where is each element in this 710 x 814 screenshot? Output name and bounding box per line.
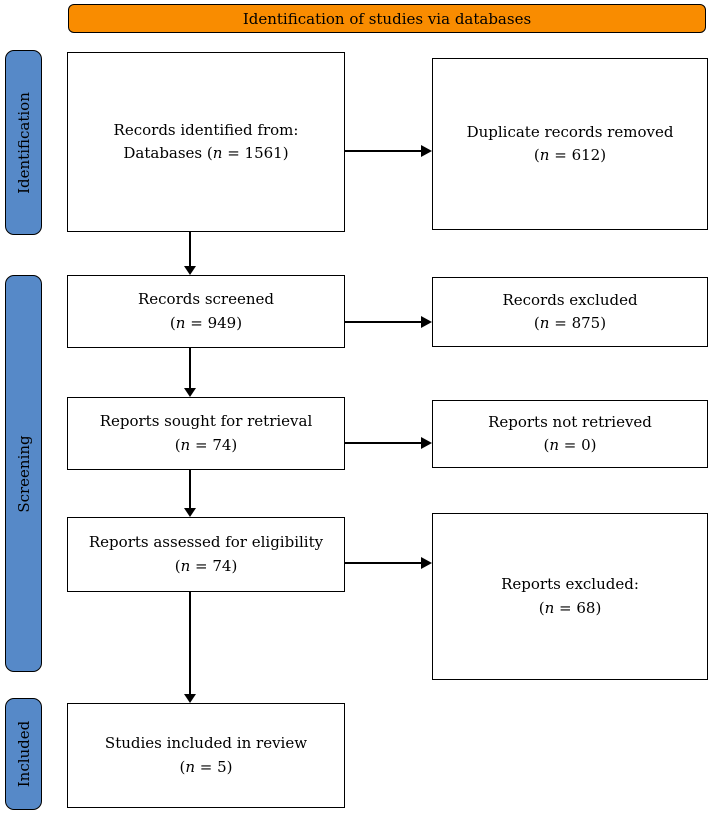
box-title: Records identified from: [113,120,299,139]
box-reports-not-retrieved: Reports not retrieved (n = 0) [432,400,708,468]
arrow-down-head-icon [184,694,196,703]
arrow-identified-to-duplicates [345,145,432,157]
arrow-assessed-to-reports-excluded [345,557,432,569]
box-n-line: (n = 74) [174,556,238,575]
box-title: Reports assessed for eligibility [88,533,324,552]
box-reports-not-retrieved-text: Reports not retrieved (n = 0) [488,411,652,458]
box-studies-included: Studies included in review (n = 5) [67,703,345,808]
box-reports-sought-text: Reports sought for retrieval (n = 74) [100,410,313,457]
stage-screening: Screening [5,275,42,672]
arrow-sought-to-not-retrieved [345,437,432,449]
box-records-screened: Records screened (n = 949) [67,275,345,348]
arrow-line [345,321,422,323]
box-records-identified: Records identified from: Databases (n = … [67,52,345,232]
stage-screening-label: Screening [14,434,33,513]
box-n-line: (n = 74) [174,435,238,454]
box-title: Duplicate records removed [466,122,674,141]
box-reports-excluded: Reports excluded: (n = 68) [432,513,708,680]
arrow-right-head-icon [421,557,432,569]
box-reports-sought: Reports sought for retrieval (n = 74) [67,397,345,470]
arrow-down-head-icon [184,266,196,275]
stage-included: Included [5,698,42,810]
box-n-line: (n = 949) [169,313,243,332]
box-title: Reports excluded: [501,575,639,594]
arrow-right-head-icon [421,145,432,157]
arrow-sought-to-assessed [184,470,196,517]
box-n-line: (n = 5) [179,757,233,776]
box-reports-excluded-text: Reports excluded: (n = 68) [501,573,639,620]
arrow-down-head-icon [184,388,196,397]
box-duplicates-removed-text: Duplicate records removed (n = 612) [467,121,674,168]
box-title: Records excluded [502,290,638,309]
box-n-line: (n = 68) [538,598,602,617]
arrow-screened-to-sought [184,348,196,397]
box-n-line: (n = 875) [533,314,607,332]
stage-included-label: Included [14,720,33,788]
box-title: Records screened [137,290,274,309]
arrow-line [345,442,422,444]
arrow-line [345,562,422,564]
box-reports-assessed-text: Reports assessed for eligibility (n = 74… [89,531,323,578]
stage-identification: Identification [5,50,42,235]
arrow-screened-to-excluded [345,316,432,328]
banner-label: Identification of studies via databases [242,9,532,28]
box-title: Studies included in review [104,734,308,753]
box-n-line: (n = 0) [543,436,597,454]
arrow-line [189,232,191,267]
box-studies-included-text: Studies included in review (n = 5) [105,732,307,779]
box-duplicates-removed: Duplicate records removed (n = 612) [432,58,708,230]
box-title: Reports not retrieved [488,412,652,431]
box-records-identified-text: Records identified from: Databases (n = … [114,119,299,166]
arrow-right-head-icon [421,437,432,449]
arrow-assessed-to-included [184,592,196,703]
box-records-excluded: Records excluded (n = 875) [432,277,708,347]
box-records-screened-text: Records screened (n = 949) [138,288,274,335]
banner-identification-via-databases: Identification of studies via databases [68,4,706,33]
box-reports-assessed: Reports assessed for eligibility (n = 74… [67,517,345,592]
arrow-down-head-icon [184,508,196,517]
arrow-line [189,592,191,695]
arrow-line [189,470,191,509]
arrow-line [345,150,422,152]
arrow-right-head-icon [421,316,432,328]
box-records-excluded-text: Records excluded (n = 875) [502,289,637,336]
arrow-identified-to-screened [184,232,196,275]
box-n-line: (n = 612) [533,146,607,164]
arrow-line [189,348,191,389]
box-title: Reports sought for retrieval [99,412,313,431]
stage-identification-label: Identification [14,91,33,194]
box-n-line: Databases (n = 1561) [123,144,289,162]
